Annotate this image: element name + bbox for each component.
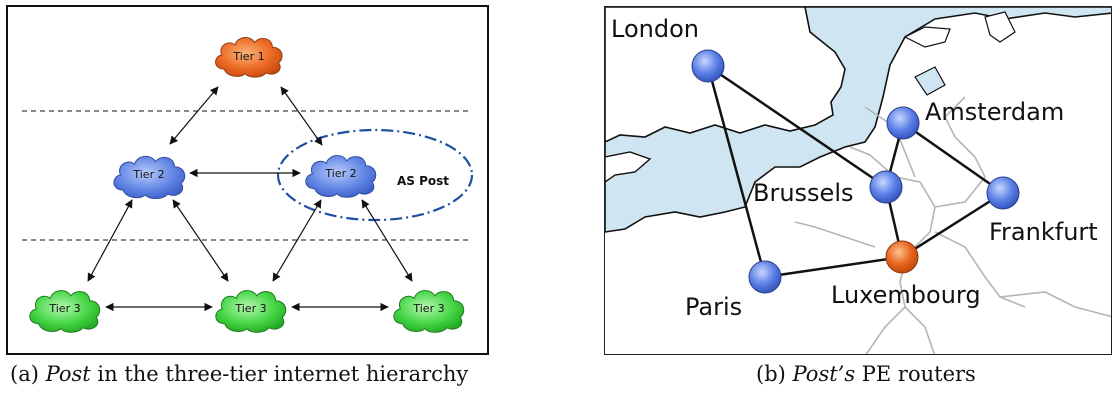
link-tier1-tier2left: [169, 86, 219, 145]
caption-a-prefix: (a): [10, 362, 46, 386]
link-london-paris: [706, 65, 767, 278]
tier3-mid-label: Tier 3: [234, 302, 266, 315]
hierarchy-diagram: Tier 1 Tier 2 Tier 2 AS Post Tier 3 Tier…: [22, 36, 474, 333]
router-paris: [748, 260, 782, 294]
link-frankfurt-luxembourg: [901, 191, 1004, 259]
city-label-luxembourg: Luxembourg: [831, 281, 981, 309]
caption-a-italic: Post: [45, 362, 91, 386]
link-london-brussels: [707, 64, 887, 189]
as-post-label: AS Post: [397, 174, 449, 188]
city-label-brussels: Brussels: [753, 179, 854, 207]
link-tier1-tier2right: [280, 86, 323, 146]
tier1-node: Tier 1: [214, 36, 283, 78]
island-detail: [903, 26, 951, 48]
tier1-label: Tier 1: [232, 50, 264, 63]
britain-land: [605, 7, 846, 143]
coast-detail: [605, 151, 652, 183]
tier3-left-label: Tier 3: [48, 302, 80, 315]
router-frankfurt: [986, 176, 1020, 210]
tier2-left-node: Tier 2: [113, 155, 186, 200]
caption-b: (b) Post’s PE routers: [756, 362, 976, 386]
pe-router-map-panel: London Amsterdam Brussels Frankfurt Luxe…: [604, 6, 1112, 355]
island-detail: [984, 11, 1016, 43]
tier2-right-node: Tier 2: [305, 154, 377, 198]
lake-detail: [914, 66, 946, 96]
city-label-frankfurt: Frankfurt: [989, 218, 1098, 246]
city-label-london: London: [611, 15, 699, 43]
caption-a-rest: in the three-tier internet hierarchy: [90, 362, 469, 386]
link-tier2right-tier3mid: [272, 199, 322, 282]
router-brussels: [869, 170, 903, 204]
hierarchy-diagram-panel: Tier 1 Tier 2 Tier 2 AS Post Tier 3 Tier…: [6, 5, 489, 355]
router-amsterdam: [886, 106, 920, 140]
tier3-right-node: Tier 3: [393, 289, 465, 333]
link-paris-luxembourg: [764, 255, 903, 279]
link-tier2left-tier3left: [87, 199, 133, 282]
caption-b-italic: Post’s: [792, 362, 856, 386]
tier3-right-label: Tier 3: [412, 302, 444, 315]
tier2-left-label: Tier 2: [132, 168, 164, 181]
router-london: [691, 49, 725, 83]
city-label-paris: Paris: [685, 293, 742, 321]
tier3-mid-node: Tier 3: [215, 289, 287, 333]
tier3-left-node: Tier 3: [29, 289, 101, 333]
links: [87, 86, 413, 312]
pe-router-map: London Amsterdam Brussels Frankfurt Luxe…: [605, 7, 1111, 354]
tier2-right-label: Tier 2: [324, 167, 356, 180]
link-tier2left-tier3mid: [172, 199, 229, 282]
link-amsterdam-frankfurt: [902, 121, 1004, 195]
city-label-amsterdam: Amsterdam: [925, 98, 1064, 126]
caption-b-prefix: (b): [756, 362, 793, 386]
router-luxembourg: [885, 240, 919, 274]
caption-b-rest: PE routers: [855, 362, 976, 386]
caption-a: (a) Post in the three-tier internet hier…: [10, 362, 468, 386]
link-tier2right-tier3right: [361, 199, 413, 282]
